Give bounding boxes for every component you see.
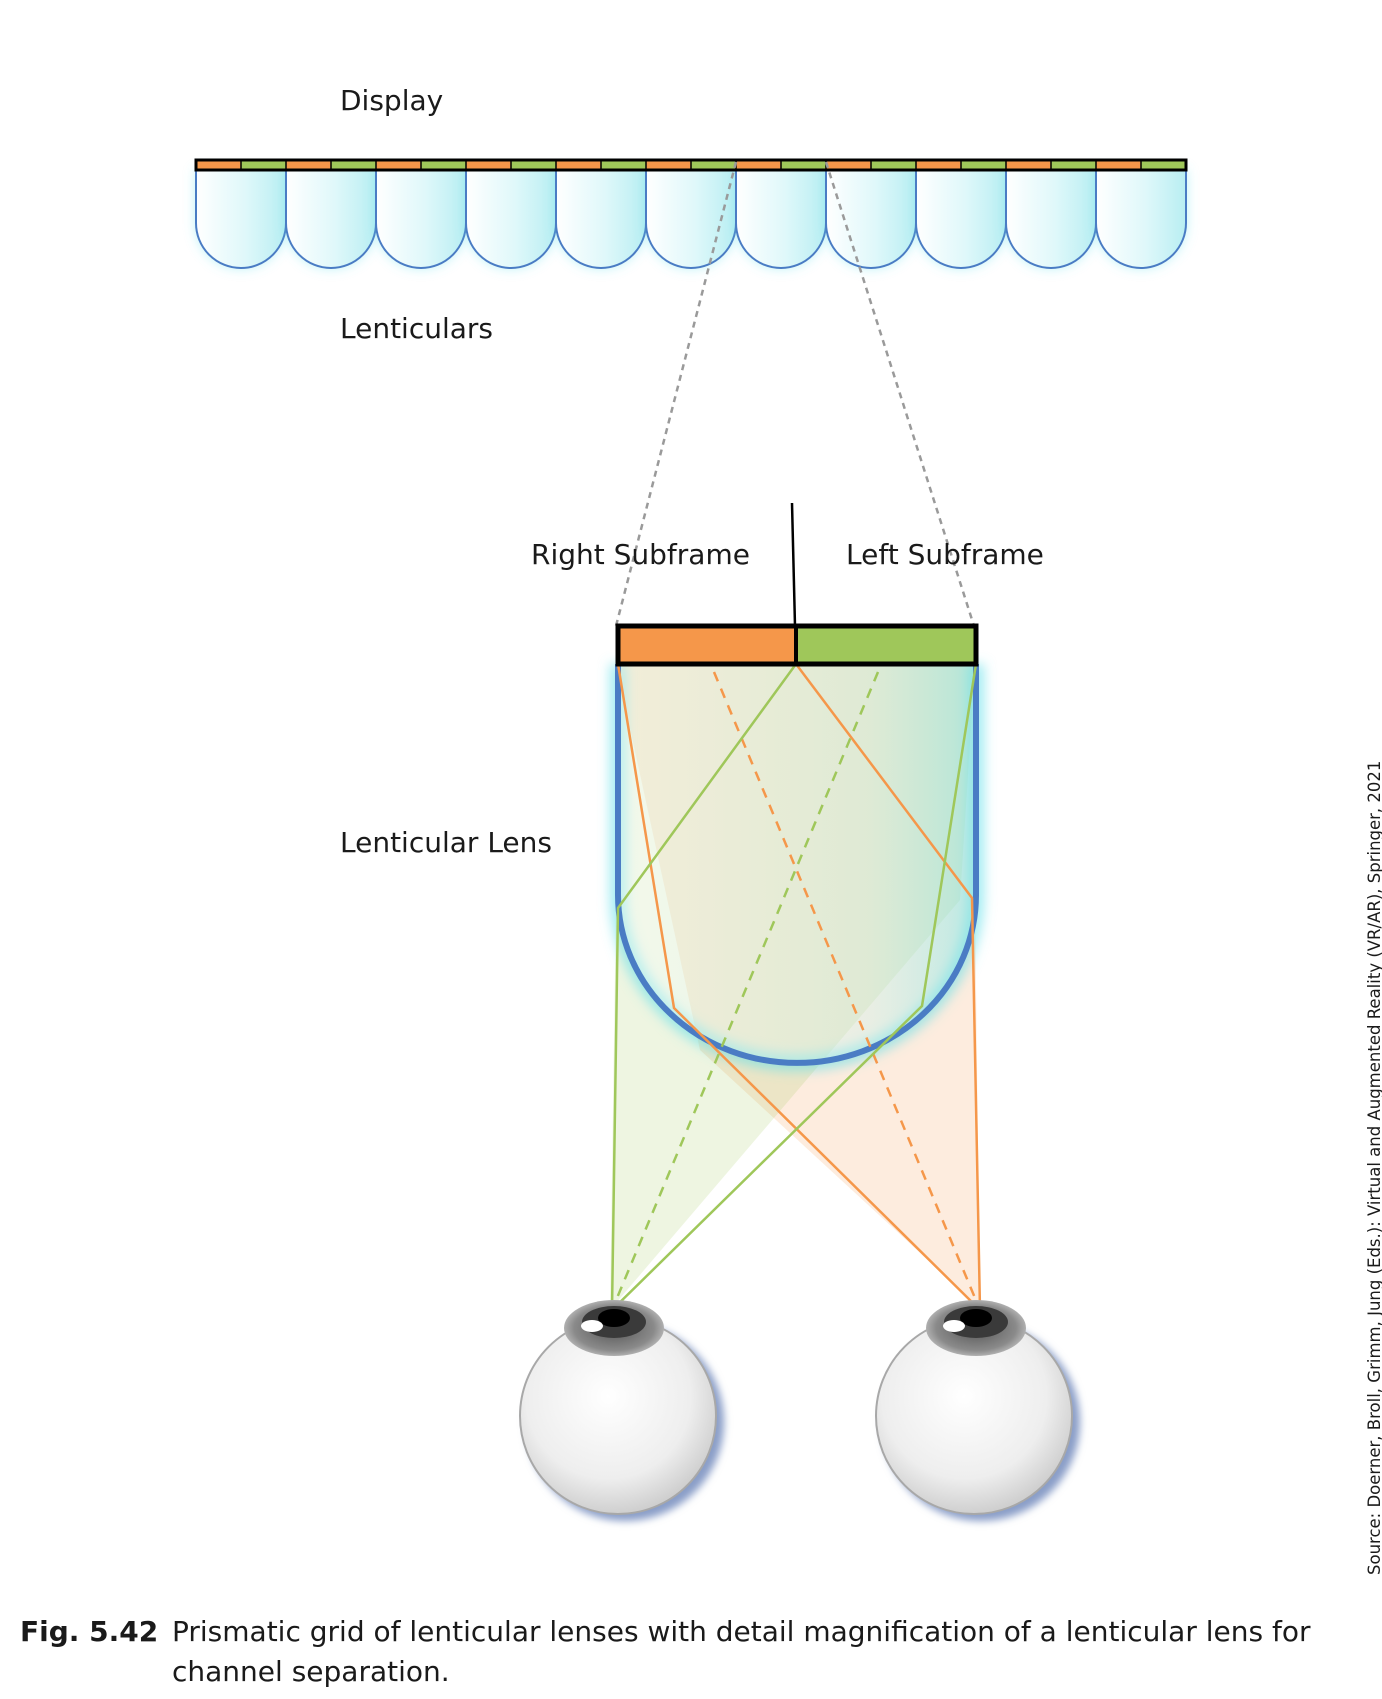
display-cell-green <box>871 160 916 170</box>
caption-text: Prismatic grid of lenticular lenses with… <box>172 1615 1311 1688</box>
display-strip <box>194 158 1188 172</box>
display-cell-green <box>1051 160 1096 170</box>
lenticule <box>735 169 827 269</box>
display-cell-green <box>241 160 286 170</box>
magnification-guides <box>614 161 976 627</box>
display-cell-orange <box>376 160 421 170</box>
subframe-divider-line <box>790 502 797 627</box>
display-cell-green <box>691 160 736 170</box>
lenticulars-label: Lenticulars <box>340 312 494 345</box>
lenticule <box>555 169 647 269</box>
display-cell-green <box>601 160 646 170</box>
display-cell-green <box>331 160 376 170</box>
right-subframe-label: Right Subframe <box>531 538 750 571</box>
display-cell-orange <box>466 160 511 170</box>
display-label: Display <box>340 84 444 117</box>
right-subframe-bar <box>618 626 796 664</box>
right-eye <box>875 1300 1080 1521</box>
display-cell-green <box>1141 160 1186 170</box>
lenticular-lens-label: Lenticular Lens <box>340 826 552 859</box>
lenticule <box>195 169 287 269</box>
lenticule <box>645 169 737 269</box>
display-cell-orange <box>1096 160 1141 170</box>
display-cell-orange <box>286 160 331 170</box>
left-subframe-label: Left Subframe <box>846 538 1044 571</box>
lenticule <box>465 169 557 269</box>
source-credit: Source: Doerner, Broll, Grimm, Jung (Eds… <box>1365 760 1382 1575</box>
left-subframe-bar <box>796 626 976 664</box>
display-cell-green <box>781 160 826 170</box>
lenticule <box>825 169 917 269</box>
light-rays <box>610 663 982 1311</box>
lenticule <box>915 169 1007 269</box>
display-cell-green <box>421 160 466 170</box>
display-cell-orange <box>556 160 601 170</box>
display-cell-orange <box>736 160 781 170</box>
subframe-bar <box>615 623 979 667</box>
display-cell-orange <box>1006 160 1051 170</box>
figure-number: Fig. 5.42 <box>20 1615 159 1648</box>
lenticule <box>1005 169 1097 269</box>
display-cell-orange <box>916 160 961 170</box>
display-cell-orange <box>646 160 691 170</box>
display-cell-green <box>511 160 556 170</box>
display-cell-green <box>961 160 1006 170</box>
lenticule <box>375 169 467 269</box>
lenticule <box>285 169 377 269</box>
left-eye <box>519 1300 724 1521</box>
display-cell-orange <box>826 160 871 170</box>
display-cell-orange <box>196 160 241 170</box>
lenticular-array <box>195 169 1187 269</box>
lenticule <box>1095 169 1187 269</box>
